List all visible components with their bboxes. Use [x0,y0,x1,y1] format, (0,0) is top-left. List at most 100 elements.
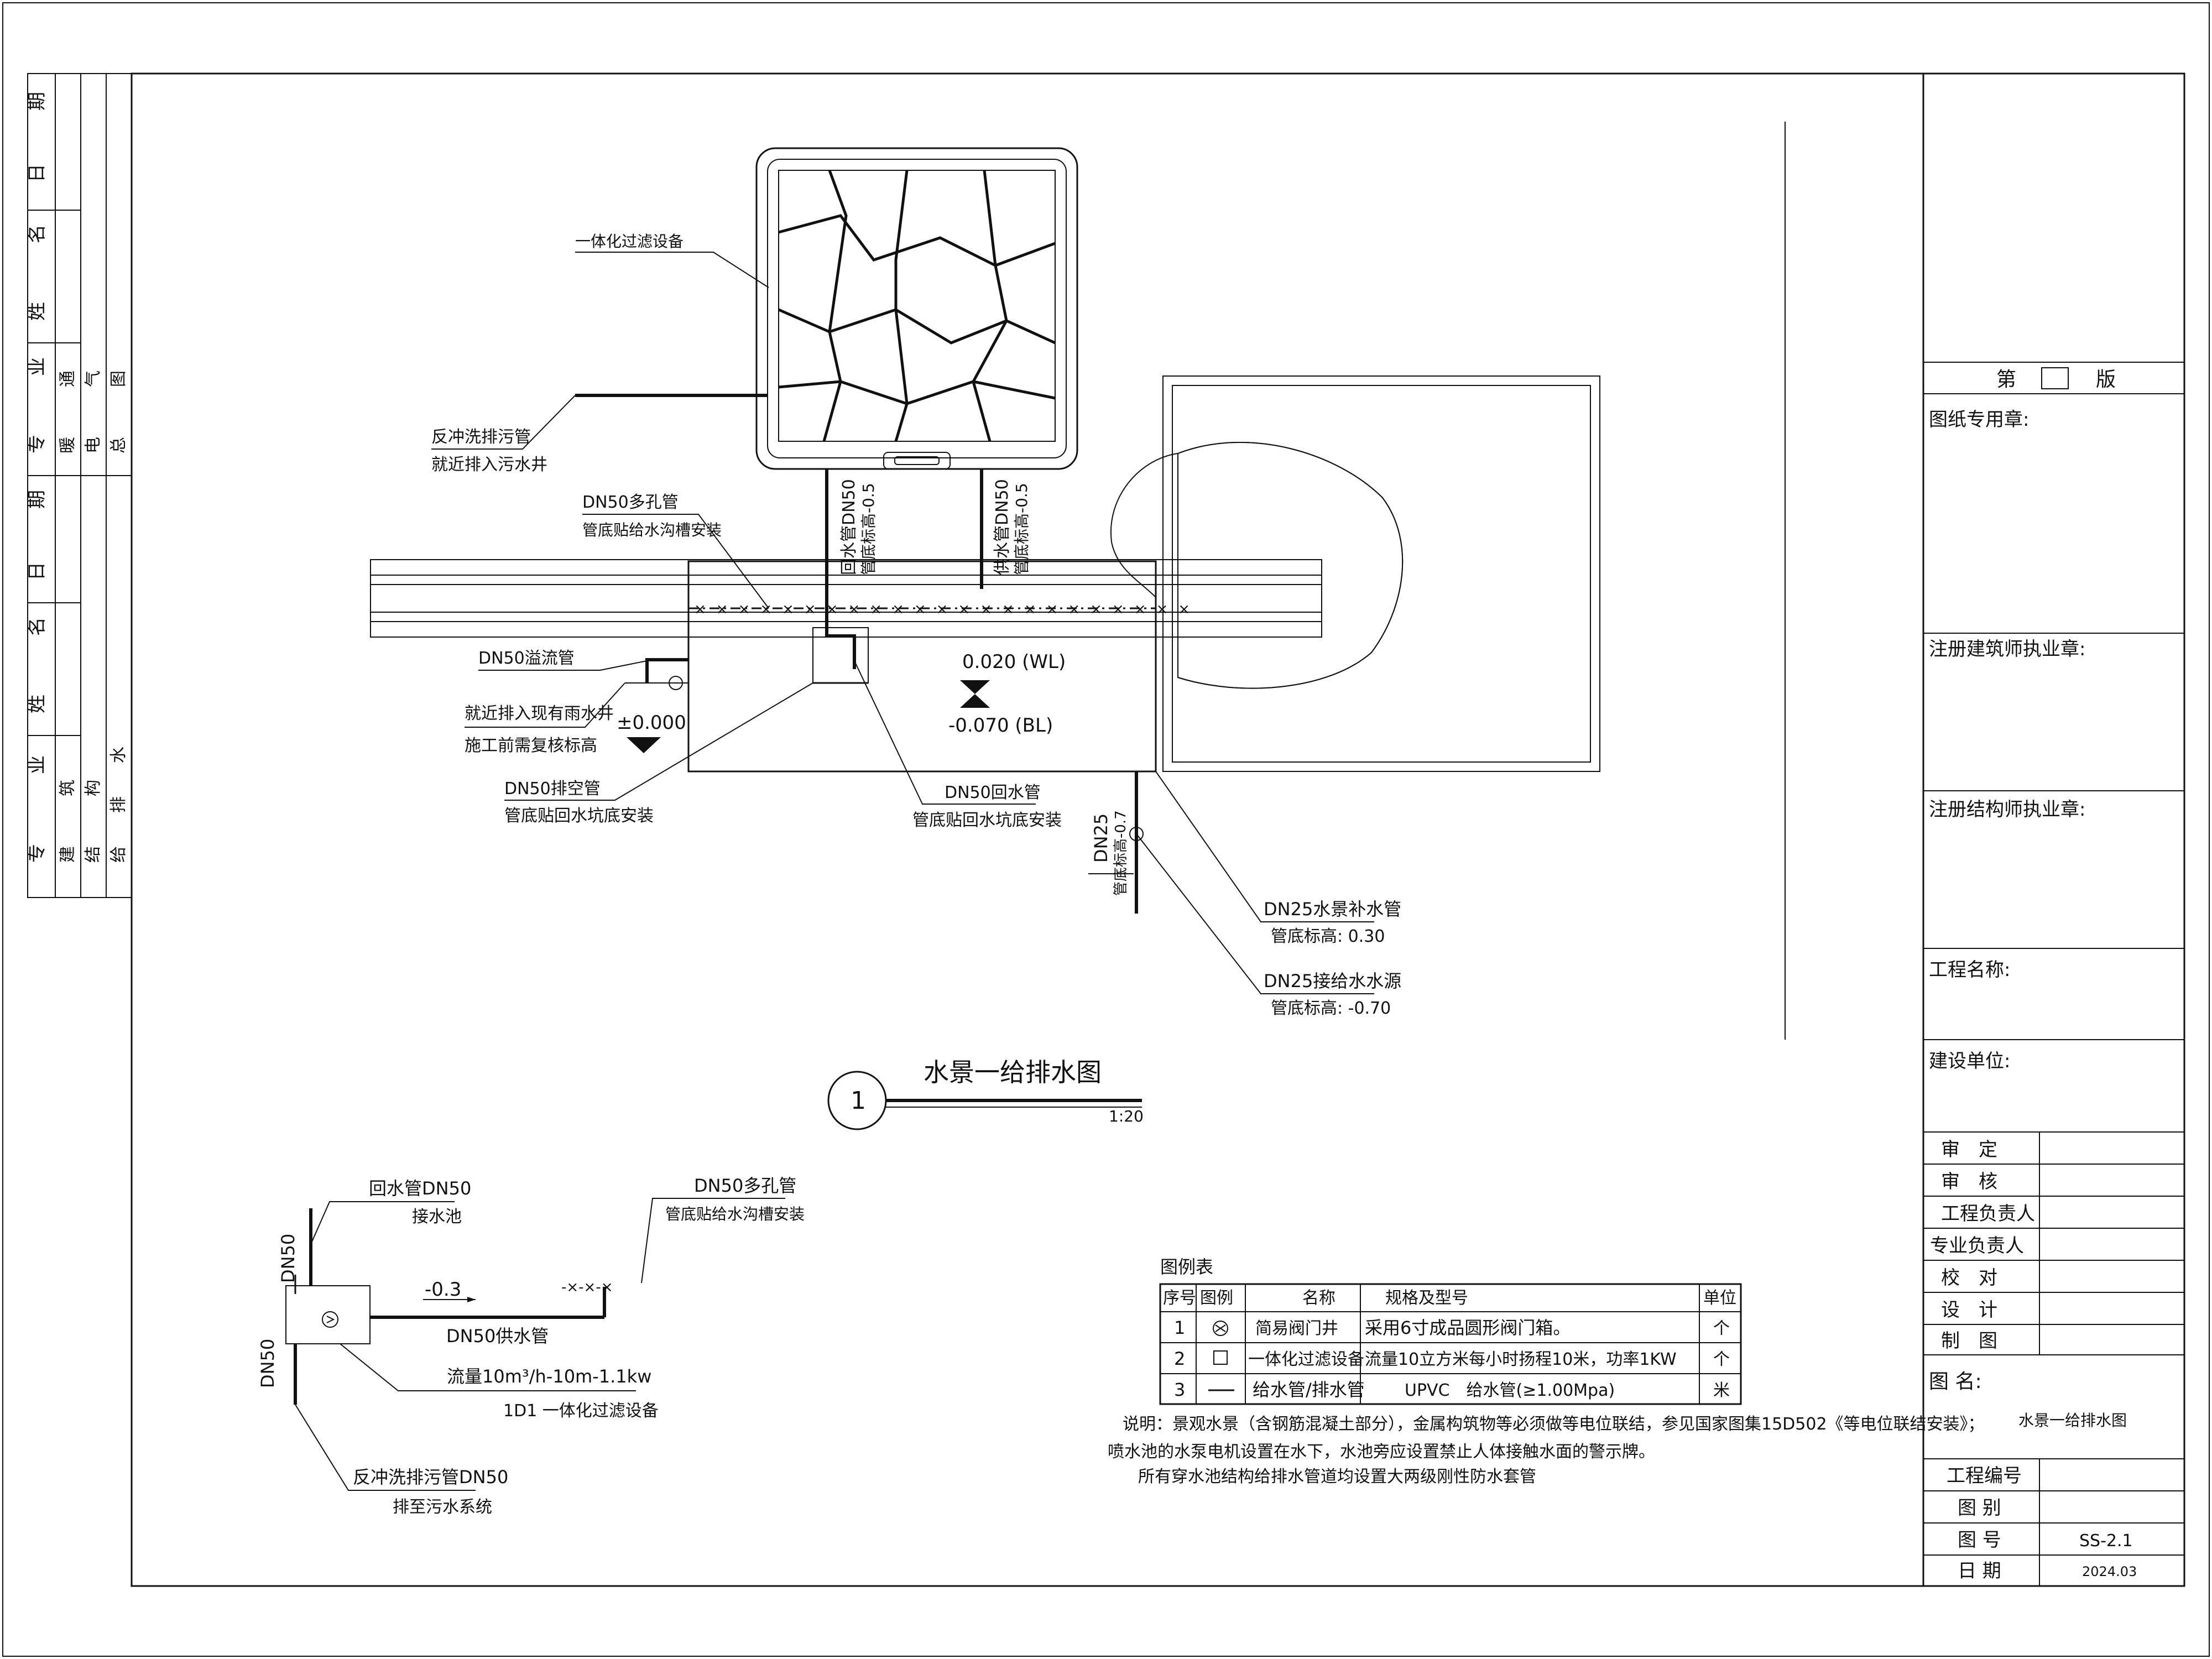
perforated-x-marks: ××××××××××××××××××××××× [694,601,1200,618]
system-xmarks: -×-×-× [561,1279,613,1296]
project-name-label: 工程名称: [1929,959,2010,981]
signoff-design: 设 计 [1941,1299,1997,1321]
strip-g1sub-2: 电 [84,437,103,453]
legend-header-no: 序号 [1163,1288,1196,1308]
structural-stamp-label: 注册结构师执业章: [1929,799,2085,821]
bottom-level-label: -0.070 (BL) [948,714,1053,737]
inner-frame [131,72,2185,1587]
legend-row-1-unit: 个 [1713,1319,1730,1338]
strip-g2sub-2: 结 [84,846,103,863]
signoff-draw: 制 图 [1941,1330,1997,1352]
strip-g1-0: 期 [26,92,48,111]
strip-g1-5: 专 [26,435,48,453]
strip-g2-0: 期 [26,490,48,509]
system-dn50-bottom: DN50 [257,1339,278,1388]
source-leader [1136,833,1374,994]
drain-label-1: DN50排空管 [504,779,601,799]
strip-g1-1: 日 [26,164,48,182]
client-label: 建设单位: [1929,1050,2010,1072]
strip-g2-2: 名 [26,617,48,636]
system-backwash-leader [295,1404,476,1491]
strip-g2sub-4: 给 [109,846,128,863]
makeup-valve [1129,827,1144,841]
signoff-table: 审 定 审 核 工程负责人 专业负责人 校 对 设 计 制 图 [1923,1132,2184,1355]
backwash-leader [431,395,576,450]
legend-header-unit: 单位 [1703,1288,1736,1308]
system-return-leader [310,1201,455,1245]
strip-g1-2: 名 [26,225,48,243]
makeup-label-1: DN25水景补水管 [1264,899,1401,920]
strip-g2-5: 专 [26,844,48,863]
sump-pipe [825,589,856,669]
valve-well-icon [1213,1321,1228,1336]
strip-g2-3: 姓 [26,695,48,713]
makeup-label-2: 管底标高: 0.30 [1271,927,1385,946]
rain-label-2: 施工前需复核标高 [465,736,597,755]
datum-triangle [627,737,661,753]
dn25-label: DN25 [1091,813,1112,863]
legend-row-2-name: 一体化过滤设备 [1248,1350,1364,1369]
return-label-2: 管底贴回水坑底安装 [912,811,1062,830]
legend-header-spec: 规格及型号 [1385,1288,1468,1308]
strip-g2sub-3: 构 [84,780,103,796]
strip-g2-1: 日 [26,562,48,581]
system-backwash-label-2: 排至污水系统 [393,1498,492,1517]
drawing-name: 水景一给排水图 [2018,1411,2127,1430]
filter-equipment-label: 一体化过滤设备 [575,232,684,251]
strip-g1-3: 姓 [26,302,48,321]
note-line-2: 喷水池的水泵电机设置在水下，水池旁应设置禁止人体接触水面的警示牌。 [1108,1442,1655,1462]
system-perforated-leader [641,1198,785,1284]
source-label-2: 管底标高: -0.70 [1271,999,1391,1018]
strip-g1sub-1: 通 [58,371,77,387]
system-equip-leader [340,1343,636,1391]
legend-row-1-name: 简易阀门井 [1255,1319,1338,1338]
legend-row-2-no: 2 [1174,1348,1185,1369]
category-label: 图 别 [1958,1497,2001,1519]
strip-g2sub-5: 排 [109,796,128,813]
legend-row-3-spec: UPVC 给水管(≥1.00Mpa) [1405,1381,1615,1400]
title-block: 第 版 图纸专用章: 注册建筑师执业章: 注册结构师执业章: 工程名称: 建设单… [1922,74,2184,1586]
legend-table: 图例表 序号 图例 名称 规格及型号 单位 1 简易阀门井 采用6寸成品圆形阀门… [1159,1256,1742,1405]
datum-label: ±0.000 [617,712,686,734]
perforated-leader [582,514,769,609]
legend-row-2-unit: 个 [1713,1350,1730,1369]
signoff-approve: 审 定 [1941,1139,1997,1161]
system-flow: 流量10m³/h-10m-1.1kw [447,1366,651,1387]
plan-title-number: 1 [851,1087,866,1115]
date-value: 2024.03 [2082,1564,2137,1579]
strip-g2-4: 业 [26,755,48,774]
strip-g1-4: 业 [26,357,48,376]
legend-row-1-spec: 采用6寸成品圆形阀门箱。 [1365,1317,1571,1338]
system-backwash-label-1: 反冲洗排污管DN50 [353,1467,508,1488]
pump-icon [322,1311,338,1328]
drain-label-2: 管底贴回水坑底安装 [504,806,654,826]
strip-g1sub-0: 暖 [58,437,77,453]
system-dn50-top: DN50 [278,1234,299,1283]
rain-label-1: 就近排入现有雨水井 [465,704,614,723]
edition-box [2041,367,2069,389]
filter-leader [575,252,769,288]
design-notes: 说明：景观水景（含钢筋混凝土部分），金属构筑物等必须做等电位联结，参见国家图集1… [1108,1415,1985,1486]
strip-g1sub-5: 图 [109,371,128,387]
strip-g1sub-3: 气 [84,371,103,387]
legend-row-1-no: 1 [1174,1317,1185,1338]
system-return-label-2: 接水池 [412,1207,462,1227]
stamp-label: 图纸专用章: [1929,409,2029,431]
signoff-check: 校 对 [1941,1267,1997,1289]
filter-equipment-icon [1213,1350,1228,1365]
strip-g1sub-4: 总 [109,437,128,453]
plan-title-text: 水景一给排水图 [924,1057,1102,1087]
drain-leader [504,682,813,801]
edition-prefix: 第 [1996,368,2016,391]
rain-leader [465,682,625,728]
makeup-leader [1155,771,1374,922]
drawing-name-label: 图 名: [1929,1370,1982,1393]
signoff-discipline-lead: 专业负责人 [1930,1235,2024,1257]
left-signature-strip: 期 日 名 姓 业 专 暖 通 电 气 总 图 期 日 名 姓 业 专 建 筑 … [26,73,132,898]
legend-row-3-name: 给水管/排水管 [1253,1379,1365,1400]
system-filter-box [285,1285,371,1344]
edition-suffix: 版 [2096,368,2116,391]
legend-row-2-spec: 流量10立方米每小时扬程10米，功率1KW [1365,1350,1677,1369]
